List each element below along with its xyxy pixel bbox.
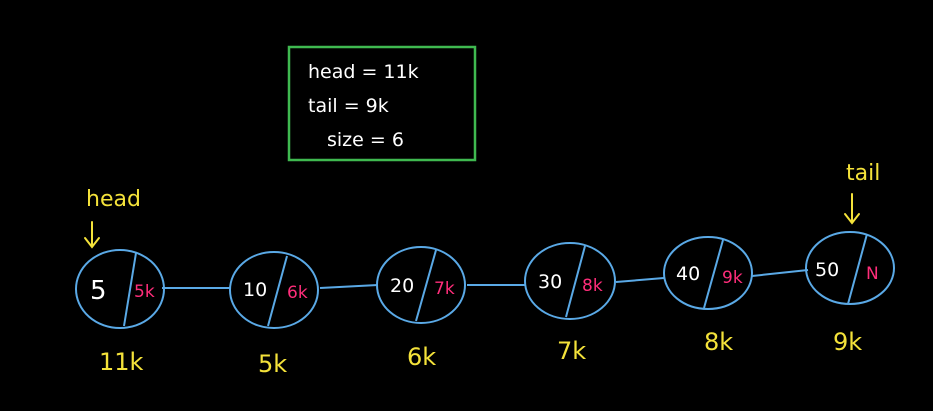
node-2: 10 6k 5k	[229, 251, 319, 378]
node-next: 6k	[287, 283, 308, 303]
node-1: 5 5k 11k	[75, 249, 165, 376]
node-address: 11k	[99, 348, 144, 376]
node-divider	[123, 252, 137, 327]
node-circle	[805, 231, 895, 305]
node-address: 8k	[704, 328, 733, 356]
node-next: N	[866, 264, 879, 284]
node-value: 40	[676, 263, 700, 285]
info-tail-line: tail = 9k	[308, 95, 389, 117]
node-divider	[267, 255, 288, 327]
info-size-line: size = 6	[327, 129, 404, 151]
node-divider	[565, 245, 586, 318]
tail-arrow-icon	[844, 193, 860, 225]
link-4-5	[615, 277, 665, 283]
node-address: 6k	[407, 343, 436, 371]
node-address: 9k	[833, 328, 862, 356]
node-divider	[415, 249, 437, 322]
info-box: head = 11k tail = 9k size = 6	[287, 45, 477, 162]
node-circle	[75, 249, 165, 329]
node-divider	[703, 239, 724, 309]
node-4: 30 8k 7k	[524, 242, 616, 365]
node-next: 5k	[134, 282, 155, 302]
info-box-border	[287, 45, 477, 162]
node-3: 20 7k 6k	[376, 246, 466, 371]
node-divider	[847, 233, 868, 305]
head-label: head	[86, 187, 141, 212]
node-address: 7k	[557, 337, 586, 365]
info-head-line: head = 11k	[308, 61, 419, 83]
node-next: 8k	[582, 276, 603, 296]
head-pointer: head	[84, 187, 141, 249]
tail-pointer: tail	[844, 161, 880, 225]
node-value: 50	[815, 259, 839, 281]
node-value: 10	[243, 279, 267, 301]
links	[162, 269, 809, 289]
link-2-3	[319, 284, 379, 289]
node-value: 5	[90, 276, 107, 306]
node-next: 7k	[434, 279, 455, 299]
node-circle	[663, 236, 753, 310]
head-arrow-icon	[84, 221, 100, 249]
node-circle	[376, 246, 466, 324]
link-5-6	[751, 269, 809, 277]
tail-label: tail	[846, 161, 880, 186]
node-address: 5k	[258, 350, 287, 378]
node-circle	[229, 251, 319, 329]
node-6: 50 N 9k	[805, 231, 895, 356]
node-next: 9k	[722, 268, 743, 288]
node-value: 30	[538, 271, 562, 293]
node-circle	[524, 242, 616, 320]
node-5: 40 9k 8k	[663, 236, 753, 356]
node-value: 20	[390, 275, 414, 297]
